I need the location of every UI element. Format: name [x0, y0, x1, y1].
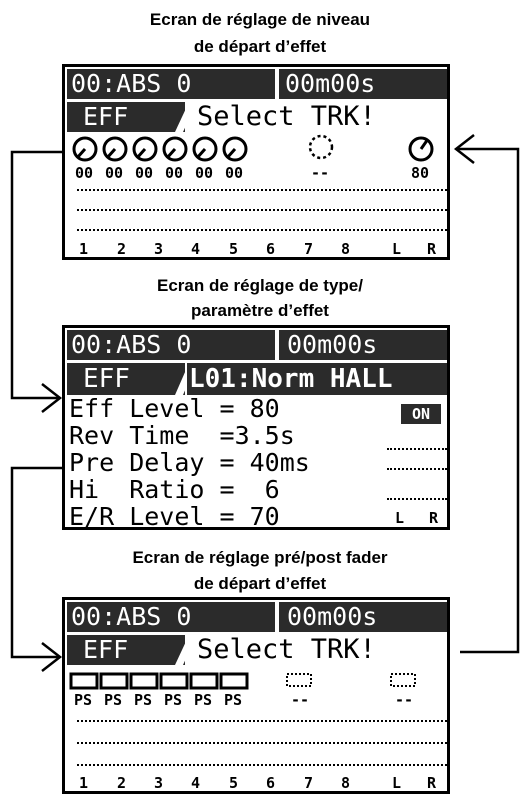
position-display: 00:ABS 0	[67, 69, 275, 99]
track-label: 5	[229, 240, 239, 258]
track-label: 1	[79, 240, 89, 258]
knob-row	[72, 134, 434, 162]
knob-7-icon	[308, 134, 334, 160]
track-labels: 1 2 3 4 5 6 7 8 L R	[65, 775, 453, 791]
track-label: 2	[117, 774, 127, 792]
meter-line	[387, 498, 447, 500]
knob-value: 00	[195, 164, 214, 182]
track-label: 6	[266, 240, 276, 258]
status-message: Select TRK!	[197, 634, 376, 665]
lcd-screen-send-level: 00:ABS 0 00m00s EFF Select TRK! 00 00 00…	[62, 64, 450, 260]
switch-1-icon	[69, 672, 99, 690]
time-display: 00m00s	[279, 69, 447, 99]
mode-label: EFF	[67, 102, 185, 132]
track-label: 1	[79, 774, 89, 792]
switch-6-icon	[219, 672, 249, 690]
heading-screen3-line1: Ecran de réglage pré/post fader	[132, 548, 388, 567]
meter-line	[387, 468, 447, 470]
fader-labels: PS PS PS PS PS PS -- --	[65, 692, 453, 708]
status-message: Select TRK!	[197, 101, 376, 132]
track-label: 8	[341, 774, 351, 792]
meter-line	[77, 764, 447, 766]
track-label: 6	[266, 774, 276, 792]
heading-screen3-line2: de départ d’effet	[193, 574, 327, 593]
lcd-screen-effect-type: 00:ABS 0 00m00s EFF L01:Norm HALL Eff Le…	[62, 325, 450, 530]
time-display: 00m00s	[279, 602, 447, 632]
param-hi-ratio: Hi Ratio = 6	[69, 475, 280, 504]
track-label: 2	[117, 240, 127, 258]
switch-5-icon	[189, 672, 219, 690]
mode-label: EFF	[67, 363, 185, 395]
knob-value: 00	[105, 164, 124, 182]
knob-value: 00	[75, 164, 94, 182]
param-rev-time: Rev Time =3.5s	[69, 421, 295, 450]
time-display: 00m00s	[279, 330, 447, 360]
track-label: 4	[191, 240, 201, 258]
knob-value: 80	[411, 164, 430, 182]
switch-2-icon	[99, 672, 129, 690]
switch-3-icon	[129, 672, 159, 690]
fader-label: PS	[164, 691, 183, 709]
on-status-badge: ON	[401, 404, 441, 424]
knob-values: 00 00 00 00 00 00 -- 80	[65, 165, 453, 181]
param-er-level: E/R Level = 70	[69, 502, 280, 531]
switch-7-icon	[286, 673, 312, 687]
track-labels: 1 2 3 4 5 6 7 8 L R	[65, 241, 453, 257]
knob-value: 00	[225, 164, 244, 182]
knob-value: 00	[135, 164, 154, 182]
track-label: 3	[154, 240, 164, 258]
track-label: L	[395, 509, 405, 527]
knob-value: --	[311, 164, 330, 182]
fader-label: --	[291, 691, 310, 709]
arrow-screen2-to-screen3	[10, 466, 62, 659]
track-label: L	[392, 774, 402, 792]
fader-label: PS	[74, 691, 93, 709]
track-label: R	[427, 774, 437, 792]
meter-line	[77, 229, 447, 231]
fader-label: --	[395, 691, 414, 709]
switch-4-icon	[159, 672, 189, 690]
heading-screen1-line1: Ecran de réglage de niveau	[149, 10, 371, 29]
fader-switch-row	[69, 672, 416, 690]
arrow-screen3-to-screen1	[456, 147, 520, 654]
track-label: 8	[341, 240, 351, 258]
fader-label: PS	[194, 691, 213, 709]
track-label: 4	[191, 774, 201, 792]
position-display: 00:ABS 0	[67, 602, 275, 632]
switch-8-icon	[390, 673, 416, 687]
meter-line	[77, 742, 447, 744]
meter-line	[77, 720, 447, 722]
effect-program: L01:Norm HALL	[187, 363, 447, 395]
mode-label: EFF	[67, 635, 185, 665]
heading-screen2-line1: Ecran de réglage de type/	[157, 276, 363, 295]
track-label: 7	[304, 774, 314, 792]
heading-screen2-line2: paramètre d’effet	[191, 301, 329, 320]
param-pre-delay: Pre Delay = 40ms	[69, 448, 310, 477]
track-label: L	[392, 240, 402, 258]
lr-labels: L R	[65, 510, 453, 526]
meter-line	[77, 189, 447, 191]
param-eff-level: Eff Level = 80	[69, 394, 280, 423]
track-label: R	[427, 240, 437, 258]
position-display: 00:ABS 0	[67, 330, 275, 360]
lcd-screen-pre-post-fader: 00:ABS 0 00m00s EFF Select TRK! PS PS PS…	[62, 597, 450, 794]
track-label: 3	[154, 774, 164, 792]
meter-line	[77, 209, 447, 211]
fader-label: PS	[134, 691, 153, 709]
heading-screen1-line2: de départ d’effet	[193, 37, 327, 56]
arrow-screen1-to-screen2	[10, 150, 62, 400]
meter-line	[387, 448, 447, 450]
fader-label: PS	[104, 691, 123, 709]
track-label: R	[429, 509, 439, 527]
knob-value: 00	[165, 164, 184, 182]
fader-label: PS	[224, 691, 243, 709]
track-label: 5	[229, 774, 239, 792]
track-label: 7	[304, 240, 314, 258]
